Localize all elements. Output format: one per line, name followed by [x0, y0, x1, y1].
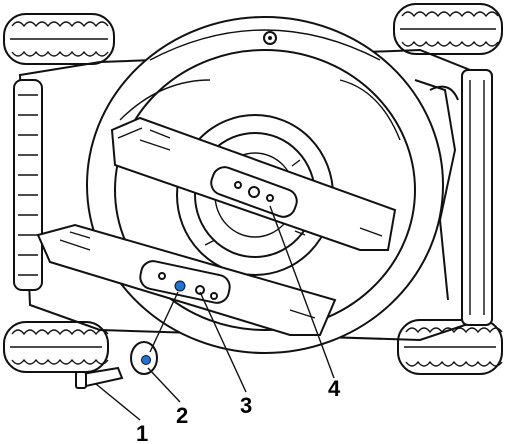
callout-3: 3 — [240, 393, 252, 418]
leader-line-4 — [269, 205, 335, 379]
callout-4: 4 — [328, 376, 341, 401]
callout-1: 1 — [136, 421, 148, 444]
blade-holder-upper — [210, 166, 298, 218]
bolt-icon — [75, 366, 124, 389]
wheel-front-right — [393, 3, 503, 55]
bolt-position-marker — [174, 280, 186, 292]
wheel-front-left — [3, 13, 115, 65]
wheel-rear-left — [3, 321, 109, 373]
leader-line-3 — [199, 291, 247, 393]
leader-line-1 — [95, 383, 141, 421]
assembly-axis-line — [149, 291, 179, 353]
leader-line-2 — [147, 367, 181, 403]
chassis-frame — [13, 48, 493, 342]
callout-2: 2 — [176, 403, 188, 428]
wheel-rear-right — [397, 319, 503, 375]
blade-holder-lower — [139, 260, 231, 304]
